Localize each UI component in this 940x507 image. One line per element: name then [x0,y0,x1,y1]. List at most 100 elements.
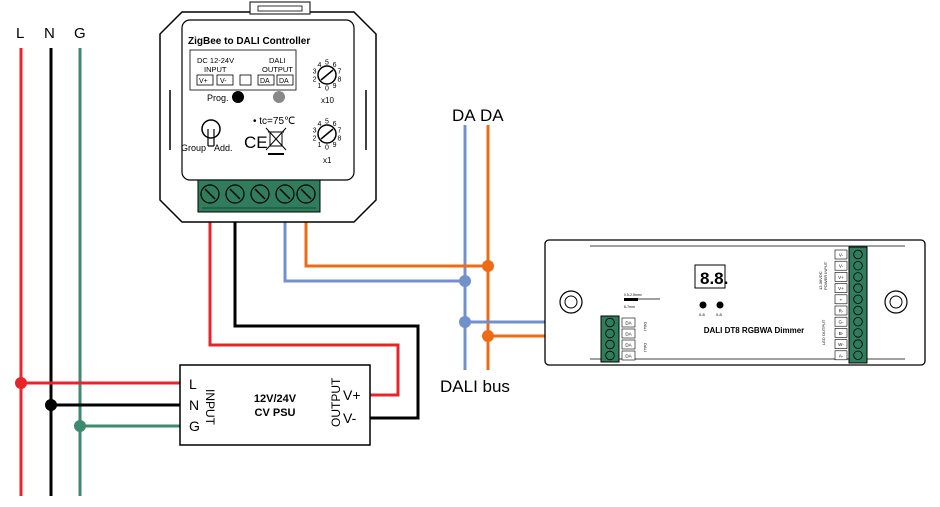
prog-button[interactable] [232,91,244,103]
dimmer-right-terminal-box [834,249,848,260]
dial-x10-digit: 4 [317,62,321,69]
dimmer-right-terminal-box [834,305,848,316]
psu-title-2: CV PSU [255,407,296,419]
psu-input-label: INPUT [203,389,217,426]
controller-add-label: Add. [214,143,233,153]
dali-bus-label: DALI bus [440,377,510,396]
dial-x1-slot [320,128,334,140]
controller-input-label-1: DC 12-24V [197,56,234,65]
psu-vminus: V- [343,410,357,426]
psu-n: N [189,397,199,413]
dimmer-left-terminal-label: DA [625,321,631,326]
dimmer-right-terminal-label: R- [839,309,844,314]
dimmer-button-1[interactable] [699,301,707,309]
dimmer-right-terminal-label: + [840,297,843,302]
dimmer-power-input-1: 12-36VDC [818,271,823,290]
controller-vminus: V- [220,78,227,85]
junction-g [74,420,86,432]
dimmer-dali2-label: DALI [643,343,648,352]
psu-g: G [189,418,200,434]
psu-output-label: OUTPUT [329,377,343,427]
dimmer-left-screw [605,328,615,339]
dimmer-right-terminal-label: G- [839,320,845,325]
junction-orange-top [482,260,494,272]
controller-screw-slot [229,188,241,200]
dial-x1-digit: 5 [325,119,329,126]
dimmer-wire-spec-1: 0.5-2.5mm² [624,293,643,297]
wire-controller-da-blue [283,205,465,283]
dimmer-right-screw [853,350,863,361]
group-add-switch-icon[interactable] [201,119,221,147]
dimmer-power-input-2: POWER INPUT [823,261,828,290]
controller-title: ZigBee to DALI Controller [188,36,310,47]
controller-ce: CE [244,133,268,152]
dial-x10-digit: 8 [337,77,341,84]
weee-bin-icon [265,127,287,155]
dimmer-right-terminal-box [834,260,848,271]
dial-x10-digit: 2 [313,77,317,84]
dali-dt8-dimmer: 0.5-2.5mm² 6-7mm 8.8. 0-8 0-8 DALI DT8 R… [544,239,926,366]
dimmer-button-2-label: 0-8 [716,312,723,317]
dial-x10-digit: 3 [313,69,317,76]
dimmer-display-text: 8.8. [700,269,728,288]
mains-label-n: N [44,25,55,42]
dial-x10-slot [320,69,334,81]
dimmer-right-screw [853,328,863,338]
dimmer-right-screw [853,294,863,305]
dimmer-right-terminal-box [834,316,848,327]
dimmer-right-terminal-label: V- [839,264,844,269]
wire-controller-da-orange [304,205,488,268]
dimmer-right-terminal-box [834,350,848,361]
controller-prog-label: Prog. [207,93,229,103]
controller-output-label-2: OUTPUT [262,65,293,74]
dimmer-title: DALI DT8 RGBWA Dimmer [704,326,805,335]
dimmer-dali1-label: DALI [643,322,648,331]
dimmer-left-terminal-box [621,339,636,350]
dimmer-right-screw [853,272,863,282]
dimmer-right-terminals: V-V-V+V++R-G-B-W-A- [834,249,863,361]
dimmer-button-2[interactable] [716,301,724,309]
mains-label-l: L [16,25,24,42]
dial-x1-digit: 9 [333,142,337,149]
dimmer-display [694,264,726,289]
junction-orange-bottom [482,330,494,342]
dimmer-right-terminal-label: W- [838,342,844,347]
dimmer-right-terminal-label: V- [839,253,844,258]
dimmer-right-screw [853,283,863,293]
dimmer-button-1-label: 0-8 [699,312,706,317]
dimmer-right-screw [853,339,863,349]
dimmer-left-terminal-block [600,315,620,363]
dimmer-right-screw [853,305,863,316]
controller-screw-slot [300,188,312,200]
dimmer-left-terminal-box [621,328,636,339]
controller-x1-label: x1 [323,156,332,165]
psu-vplus: V+ [343,387,361,403]
dial-x10-digit: 6 [333,62,337,69]
psu-title-1: 12V/24V [254,393,297,405]
cv-psu: L N G INPUT 12V/24V CV PSU OUTPUT V+ V- [179,364,371,446]
junction-blue-bottom [459,316,471,328]
dial-x10-digit: 5 [325,60,329,67]
dimmer-led-output: LED OUTPUT [821,319,826,345]
dial-x10-digit: 1 [317,83,321,90]
dimmer-left-terminal-box [621,317,636,328]
controller-output-label-1: DALI [269,56,286,65]
dimmer-right-terminal-box [834,294,848,305]
dial-x1-digit: 1 [317,142,321,149]
dial-x1-digit: 3 [313,128,317,135]
controller-da1: DA [260,78,270,85]
controller-screw-slot [204,188,216,200]
dimmer-right-terminal-label: V+ [838,286,844,291]
dimmer-left-screw [605,317,615,328]
dimmer-left-screw [605,339,615,350]
dial-x1-digit: 7 [337,128,341,135]
controller-screw-slot [279,188,291,200]
dial-x1-digit: 4 [317,121,321,128]
wire-controller-vplus [208,205,400,397]
controller-screw-slot [254,188,266,200]
controller-group-label: Group [181,143,206,153]
